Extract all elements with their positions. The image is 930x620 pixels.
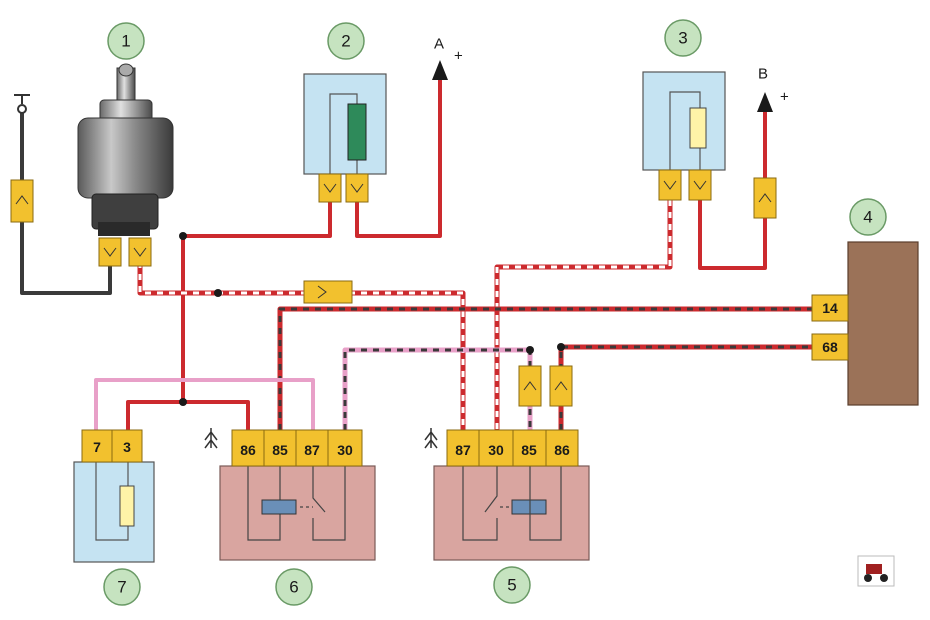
fuse-box-7-pins: 7 3 — [81, 429, 143, 463]
connector — [98, 237, 122, 267]
connector — [549, 365, 573, 407]
svg-text:1: 1 — [121, 32, 130, 51]
component-number-2: 2 — [327, 22, 365, 60]
svg-text:3: 3 — [123, 439, 131, 455]
svg-text:3: 3 — [678, 29, 687, 48]
connector — [518, 365, 542, 407]
svg-text:30: 30 — [337, 442, 353, 458]
ecu-pin-14: 14 — [811, 294, 849, 322]
component-number-7: 7 — [103, 568, 141, 606]
svg-text:85: 85 — [272, 442, 288, 458]
wire-red-7-3-86 — [126, 400, 250, 430]
svg-text:5: 5 — [507, 576, 516, 595]
svg-text:14: 14 — [822, 300, 838, 316]
wire-striped-motor-relay5 — [137, 262, 466, 430]
arrow-up-icon — [757, 92, 773, 112]
relay-6 — [219, 465, 376, 561]
svg-text:87: 87 — [304, 442, 320, 458]
ground-symbol-icon — [204, 428, 218, 449]
svg-text:86: 86 — [240, 442, 256, 458]
junction-dot — [557, 343, 565, 351]
relay-6-pin: 30 — [327, 429, 363, 467]
connector — [303, 280, 353, 304]
wire-redblack-relay5-ecu68 — [558, 344, 812, 430]
connector — [345, 173, 369, 203]
connector — [658, 169, 682, 201]
svg-text:30: 30 — [488, 442, 504, 458]
svg-text:4: 4 — [863, 208, 872, 227]
relay-5 — [433, 465, 590, 561]
svg-text:87: 87 — [455, 442, 471, 458]
terminal-a-plus: A + — [432, 36, 463, 80]
motor-component — [77, 63, 174, 236]
arrow-up-icon — [432, 60, 448, 80]
relay-6-pin: 85 — [263, 429, 297, 467]
wire-red-a-plus — [355, 78, 442, 238]
component-numbers: 1 2 3 4 5 6 7 — [103, 19, 887, 606]
fuse-box-2 — [303, 73, 387, 175]
svg-text:B: B — [758, 66, 768, 83]
relay-5-pin: 85 — [512, 429, 547, 467]
svg-text:68: 68 — [822, 339, 838, 355]
junction-dot — [526, 346, 534, 354]
connector — [10, 179, 34, 223]
fuse-box-7-pin: 7 — [81, 429, 113, 463]
relay-5-pin: 87 — [446, 429, 480, 467]
inline-connectors — [10, 169, 777, 407]
component-number-5: 5 — [493, 566, 531, 604]
connector — [318, 173, 342, 203]
component-number-6: 6 — [275, 568, 313, 606]
component-number-3: 3 — [664, 19, 702, 57]
svg-text:+: + — [780, 89, 789, 106]
svg-text:7: 7 — [117, 578, 126, 597]
svg-text:6: 6 — [289, 578, 298, 597]
junction-dot — [179, 232, 187, 240]
junction-dot — [214, 289, 222, 297]
relay-6-pin: 87 — [295, 429, 329, 467]
svg-text:7: 7 — [93, 439, 101, 455]
car-logo-icon — [857, 555, 895, 587]
svg-text:+: + — [454, 48, 463, 65]
component-number-4: 4 — [849, 198, 887, 236]
fuse-box-3 — [642, 71, 726, 171]
svg-text:85: 85 — [521, 442, 537, 458]
svg-text:A: A — [434, 36, 444, 53]
relay-5-pin: 30 — [478, 429, 514, 467]
relay-6-pin: 86 — [231, 429, 265, 467]
wire-pinkblack-relay6-relay5 — [342, 347, 533, 430]
ecu-pin-68: 68 — [811, 333, 849, 361]
connector — [753, 177, 777, 219]
fuse-box-7 — [73, 461, 155, 563]
switch-symbol — [14, 94, 30, 114]
wire-pink-relay6-7 — [94, 378, 315, 430]
ecu-component-4: 14 68 — [811, 241, 919, 406]
svg-text:86: 86 — [554, 442, 570, 458]
connector — [688, 169, 712, 201]
ground-symbol-icon — [424, 428, 438, 449]
component-number-1: 1 — [107, 22, 145, 60]
svg-text:2: 2 — [341, 32, 350, 51]
wire-red-to-fuse2 — [183, 200, 332, 238]
wire-redblack-relay6-ecu14 — [277, 306, 812, 430]
connector — [128, 237, 152, 267]
junction-dot — [179, 398, 187, 406]
relay-5-pin: 86 — [545, 429, 579, 467]
terminal-b-plus: B + — [757, 66, 789, 112]
fuse-box-7-pin: 3 — [111, 429, 143, 463]
relay-6-pins: 86 85 87 30 — [231, 429, 363, 467]
relay-5-pins: 87 30 85 86 — [446, 429, 579, 467]
